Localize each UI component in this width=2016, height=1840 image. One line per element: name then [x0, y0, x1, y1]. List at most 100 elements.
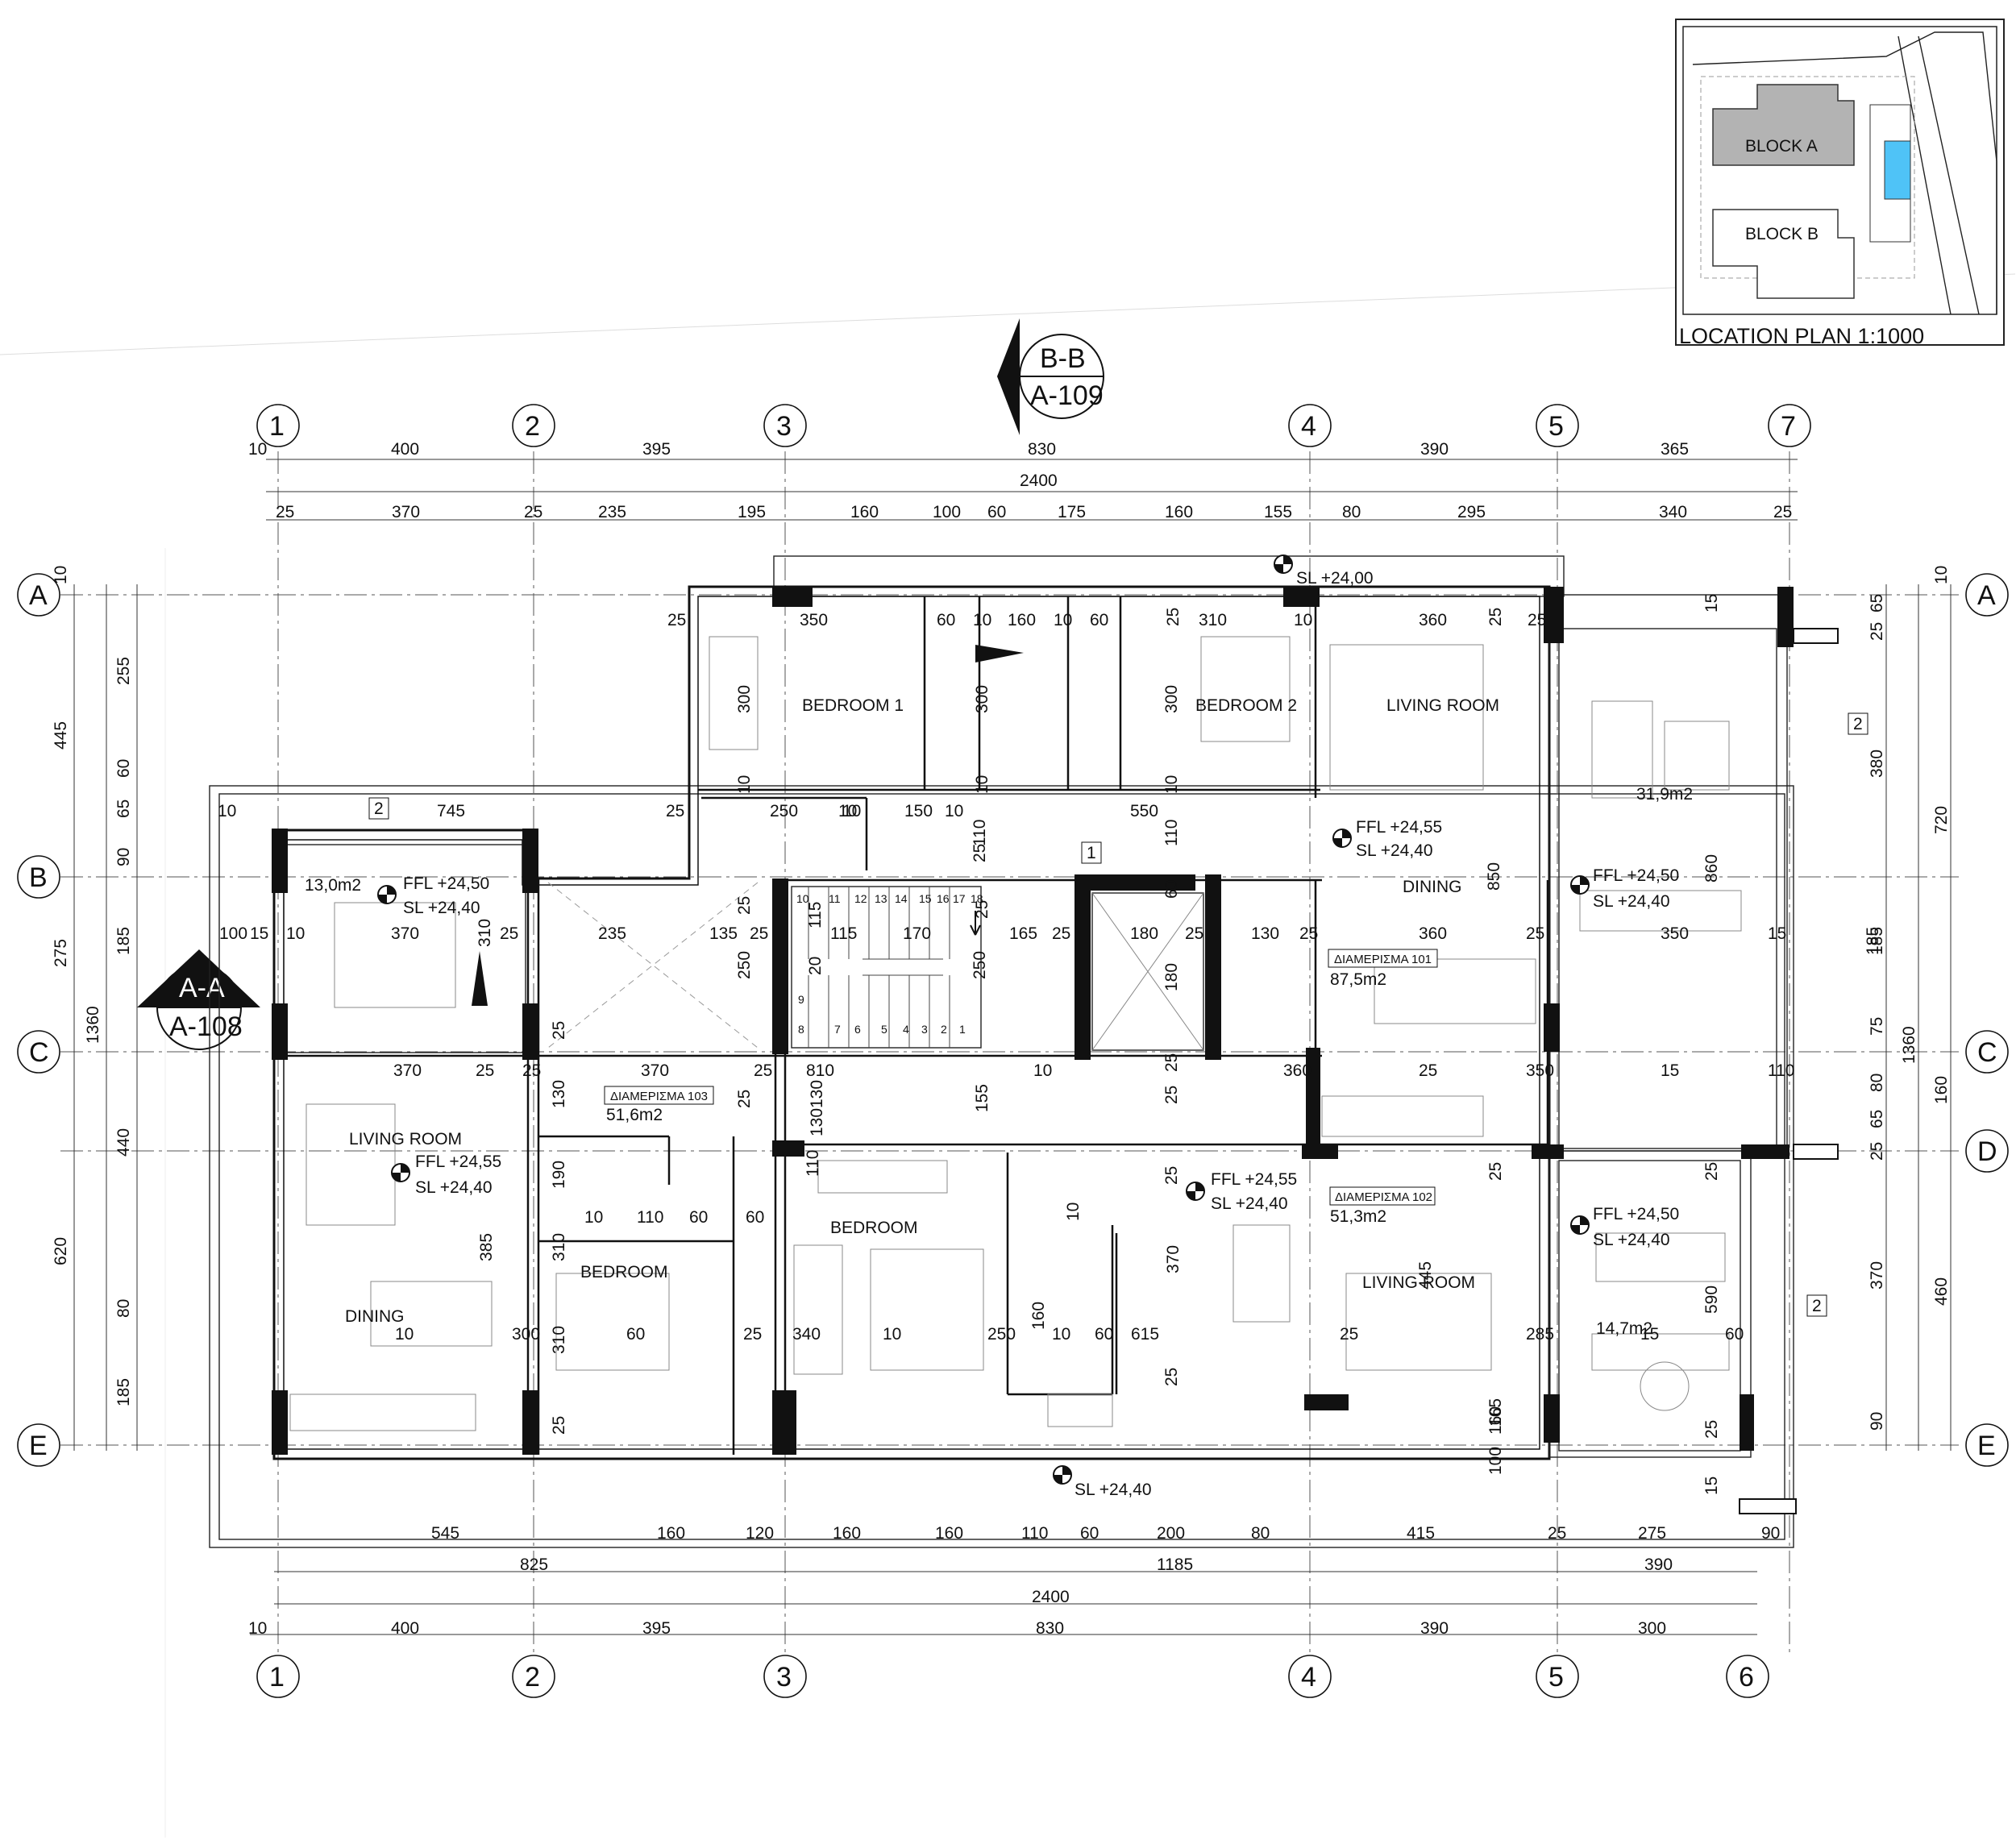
svg-text:10: 10 — [52, 566, 70, 584]
svg-text:10: 10 — [735, 775, 754, 794]
svg-text:25: 25 — [1340, 1325, 1358, 1344]
svg-text:9: 9 — [798, 993, 804, 1006]
apartment-101-label: ΔΙΑΜΕΡΙΣΜΑ 101 — [1334, 953, 1432, 966]
level-marker-icon — [1053, 1465, 1072, 1485]
svg-text:25: 25 — [1299, 924, 1318, 943]
svg-text:SL +24,40: SL +24,40 — [1211, 1194, 1288, 1213]
svg-text:10: 10 — [1033, 1061, 1052, 1080]
svg-text:4: 4 — [1301, 1662, 1316, 1693]
svg-text:12: 12 — [854, 892, 867, 905]
svg-text:275: 275 — [1638, 1524, 1666, 1543]
grid-bubble-bottom-4: 4 — [1288, 1655, 1332, 1698]
svg-text:385: 385 — [477, 1233, 496, 1261]
svg-text:300: 300 — [512, 1325, 540, 1344]
grid-bubble-bottom-3: 3 — [763, 1655, 807, 1698]
svg-text:13,0m2: 13,0m2 — [305, 876, 361, 895]
svg-text:90: 90 — [1868, 1412, 1886, 1431]
svg-text:60: 60 — [1090, 611, 1108, 629]
svg-text:110: 110 — [1162, 820, 1181, 846]
room-living-102: LIVING ROOM — [1362, 1273, 1475, 1292]
svg-text:850: 850 — [1485, 862, 1503, 891]
level-marker-icon — [1570, 1215, 1590, 1235]
grid-bubble-bottom-6: 6 — [1726, 1655, 1769, 1698]
svg-text:SL +24,40: SL +24,40 — [1593, 892, 1670, 911]
svg-text:A: A — [29, 580, 48, 611]
svg-text:1185: 1185 — [1157, 1555, 1193, 1574]
svg-text:185: 185 — [1864, 927, 1882, 955]
block-a-label: BLOCK A — [1745, 137, 1818, 156]
svg-text:285: 285 — [1526, 1325, 1554, 1344]
svg-text:FFL +24,55: FFL +24,55 — [1356, 818, 1442, 837]
svg-text:830: 830 — [1036, 1619, 1064, 1638]
room-labels: BEDROOM 1 BEDROOM 2 LIVING ROOM DINING Δ… — [345, 696, 1693, 1338]
dimensions-bottom: 545 160 120 160 160 110 60 200 80 415 25… — [248, 1524, 1780, 1638]
svg-text:115: 115 — [806, 902, 825, 928]
svg-text:25: 25 — [735, 1090, 754, 1108]
svg-text:16: 16 — [937, 892, 950, 905]
svg-text:620: 620 — [52, 1237, 70, 1265]
svg-text:2: 2 — [525, 411, 540, 442]
svg-text:13: 13 — [875, 892, 887, 905]
svg-text:310: 310 — [550, 1326, 568, 1354]
svg-text:390: 390 — [1420, 1619, 1449, 1638]
dimensions-right: 10 720 160 460 1360 25 65 380 185 75 80 … — [1868, 566, 1952, 1451]
svg-text:115: 115 — [830, 924, 857, 943]
svg-text:FFL +24,50: FFL +24,50 — [1593, 1205, 1679, 1223]
svg-text:2: 2 — [374, 800, 384, 818]
svg-text:370: 370 — [1868, 1261, 1886, 1290]
svg-text:155: 155 — [1264, 503, 1292, 521]
svg-text:3: 3 — [776, 1662, 792, 1693]
svg-text:FFL +24,55: FFL +24,55 — [415, 1153, 501, 1171]
svg-text:25: 25 — [276, 503, 294, 521]
svg-text:FFL +24,50: FFL +24,50 — [1593, 866, 1679, 885]
svg-text:300: 300 — [973, 685, 991, 713]
staircase: 10 11 12 13 14 15 16 17 18 9 8 7 6 5 4 3… — [791, 886, 983, 1049]
svg-text:6: 6 — [1739, 1662, 1754, 1693]
svg-text:10: 10 — [838, 802, 857, 820]
svg-text:8: 8 — [798, 1023, 804, 1036]
svg-text:2: 2 — [1812, 1297, 1822, 1315]
svg-text:160: 160 — [1486, 1406, 1505, 1435]
svg-text:2400: 2400 — [1032, 1588, 1070, 1606]
svg-text:250: 250 — [971, 951, 989, 979]
svg-text:25: 25 — [522, 1061, 541, 1080]
svg-text:370: 370 — [393, 1061, 422, 1080]
svg-text:340: 340 — [792, 1325, 821, 1344]
svg-text:250: 250 — [770, 802, 798, 820]
svg-text:180: 180 — [1162, 963, 1181, 991]
svg-text:C: C — [29, 1037, 49, 1068]
svg-text:25: 25 — [1868, 622, 1886, 641]
svg-text:25: 25 — [1162, 1086, 1181, 1104]
svg-text:235: 235 — [598, 924, 626, 943]
svg-text:25: 25 — [476, 1061, 494, 1080]
svg-text:745: 745 — [437, 802, 465, 820]
svg-text:295: 295 — [1457, 503, 1486, 521]
grid-bubble-bottom-5: 5 — [1536, 1655, 1579, 1698]
apartment-102-label: ΔΙΑΜΕΡΙΣΜΑ 102 — [1335, 1190, 1432, 1204]
svg-text:160: 160 — [833, 1524, 861, 1543]
svg-text:370: 370 — [392, 503, 420, 521]
svg-text:60: 60 — [987, 503, 1006, 521]
svg-text:25: 25 — [1162, 1166, 1181, 1185]
svg-text:4: 4 — [1301, 411, 1316, 442]
svg-text:90: 90 — [1761, 1524, 1780, 1543]
detail-tags: 2 1 2 2 — [368, 645, 1868, 1317]
svg-text:255: 255 — [114, 657, 133, 685]
svg-text:75: 75 — [1868, 1017, 1886, 1036]
svg-text:110: 110 — [1768, 1061, 1794, 1080]
svg-text:160: 160 — [935, 1524, 963, 1543]
svg-text:860: 860 — [1702, 854, 1721, 883]
svg-text:160: 160 — [1008, 611, 1036, 629]
svg-text:310: 310 — [550, 1233, 568, 1261]
svg-text:135: 135 — [709, 924, 738, 943]
terrace-101-area: 31,9m2 — [1636, 785, 1693, 804]
svg-text:15: 15 — [1702, 1477, 1721, 1495]
svg-text:275: 275 — [52, 939, 70, 967]
svg-text:25: 25 — [1528, 611, 1546, 629]
apartment-103-label: ΔΙΑΜΕΡΙΣΜΑ 103 — [610, 1090, 708, 1103]
svg-text:80: 80 — [1342, 503, 1361, 521]
svg-text:60: 60 — [746, 1208, 764, 1227]
section-id: A-A — [179, 973, 225, 1003]
svg-text:365: 365 — [1661, 440, 1689, 459]
